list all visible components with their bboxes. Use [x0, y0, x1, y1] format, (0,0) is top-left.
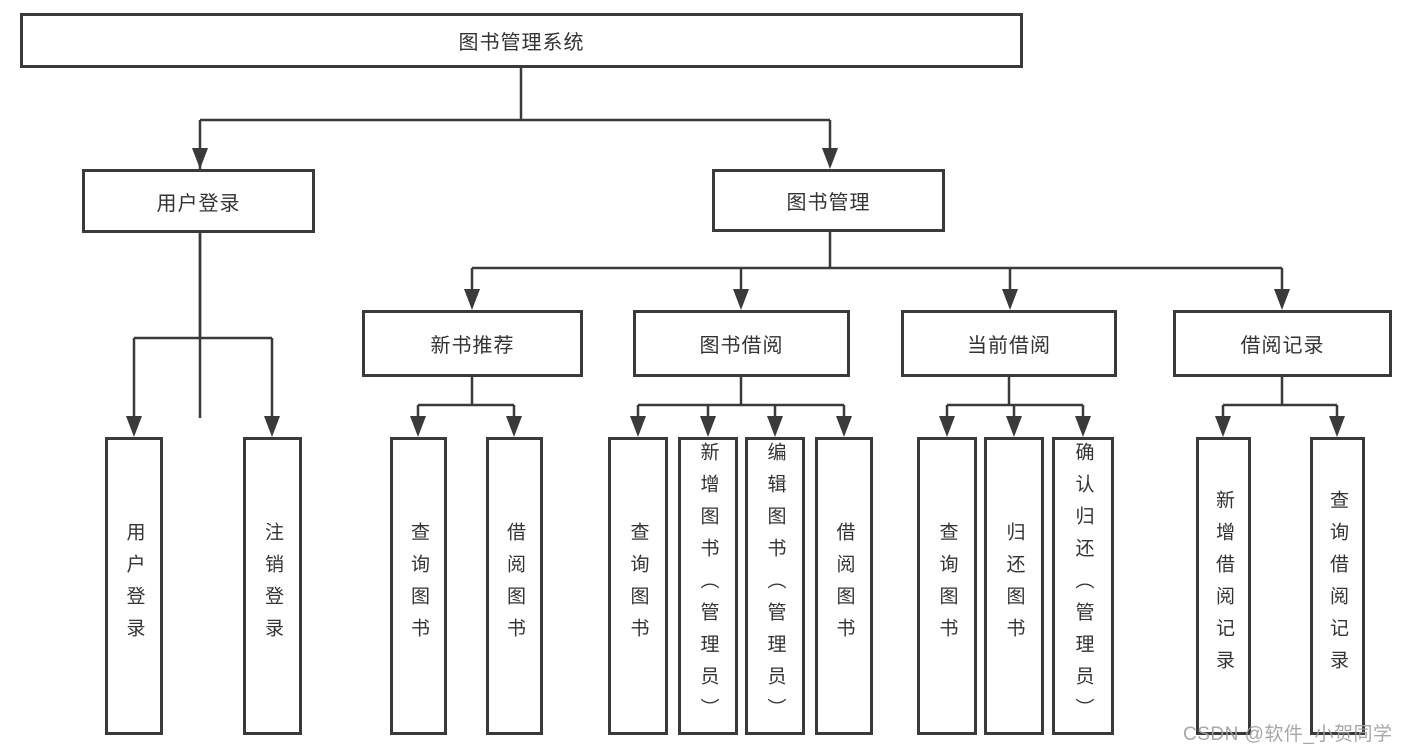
leaf-add-book-admin: 新增图书（管理员） [678, 437, 738, 735]
leaf-label: 查询借阅记录 [1327, 490, 1348, 682]
leaf-label: 新增图书（管理员） [697, 442, 719, 730]
leaf-label: 新增借阅记录 [1213, 490, 1234, 682]
leaf-query-books-3: 查询图书 [917, 437, 977, 735]
leaf-query-books-1: 查询图书 [390, 437, 447, 735]
arrow-down-icon [126, 416, 142, 437]
node-book-management-system: 图书管理系统 [20, 13, 1023, 68]
node-label: 当前借阅 [967, 335, 1051, 357]
arrow-down-icon [1215, 416, 1231, 437]
arrow-down-icon [410, 416, 426, 437]
leaf-label: 借阅图书 [504, 522, 525, 650]
csdn-watermark: CSDN @软件_小贺同学 [1183, 724, 1393, 745]
node-label: 图书借阅 [699, 335, 784, 357]
leaf-user-login: 用户登录 [105, 437, 163, 735]
leaf-label: 查询图书 [936, 522, 958, 650]
leaf-label: 归还图书 [1003, 522, 1025, 650]
arrow-down-icon [192, 148, 208, 169]
arrow-down-icon [1075, 416, 1091, 437]
leaf-label: 查询图书 [627, 522, 649, 650]
node-book-management: 图书管理 [712, 169, 945, 232]
leaf-confirm-return-admin: 确认归还（管理员） [1052, 437, 1114, 735]
arrow-down-icon [1329, 416, 1345, 437]
leaf-return-book: 归还图书 [984, 437, 1044, 735]
leaf-label: 借阅图书 [833, 522, 855, 650]
leaf-label: 查询图书 [408, 522, 429, 650]
node-label: 借阅记录 [1240, 335, 1325, 357]
leaf-edit-book-admin: 编辑图书（管理员） [745, 437, 805, 735]
arrowheads [126, 148, 1345, 437]
leaf-label: 确认归还（管理员） [1072, 442, 1094, 730]
node-current-borrowing: 当前借阅 [901, 310, 1117, 377]
node-borrowing-records: 借阅记录 [1173, 310, 1392, 377]
node-label: 图书管理 [786, 192, 871, 214]
leaf-label: 编辑图书（管理员） [764, 442, 786, 730]
tree-edges [132, 68, 1339, 420]
leaf-query-books-2: 查询图书 [608, 437, 668, 735]
arrow-down-icon [733, 289, 749, 310]
node-new-book-recommend: 新书推荐 [362, 310, 583, 377]
arrow-down-icon [767, 416, 783, 437]
leaf-borrow-books-1: 借阅图书 [486, 437, 543, 735]
arrow-down-icon [464, 289, 480, 310]
leaf-add-borrow-record: 新增借阅记录 [1196, 437, 1251, 735]
arrow-down-icon [630, 416, 646, 437]
arrow-down-icon [822, 148, 838, 169]
leaf-label: 用户登录 [123, 522, 145, 650]
node-label: 图书管理系统 [458, 32, 585, 54]
node-label: 新书推荐 [430, 335, 515, 357]
node-book-borrowing: 图书借阅 [633, 310, 850, 377]
leaf-borrow-books-2: 借阅图书 [815, 437, 873, 735]
leaf-label: 注销登录 [262, 522, 283, 650]
arrow-down-icon [1274, 289, 1290, 310]
arrow-down-icon [1002, 289, 1018, 310]
arrow-down-icon [1006, 416, 1022, 437]
leaf-logout: 注销登录 [243, 437, 302, 735]
arrow-down-icon [836, 416, 852, 437]
node-user-login: 用户登录 [82, 169, 315, 233]
node-label: 用户登录 [156, 192, 241, 215]
arrow-down-icon [506, 416, 522, 437]
leaf-query-borrow-record: 查询借阅记录 [1310, 437, 1365, 735]
arrow-down-icon [939, 416, 955, 437]
arrow-down-icon [700, 416, 716, 437]
arrow-down-icon [264, 416, 280, 437]
